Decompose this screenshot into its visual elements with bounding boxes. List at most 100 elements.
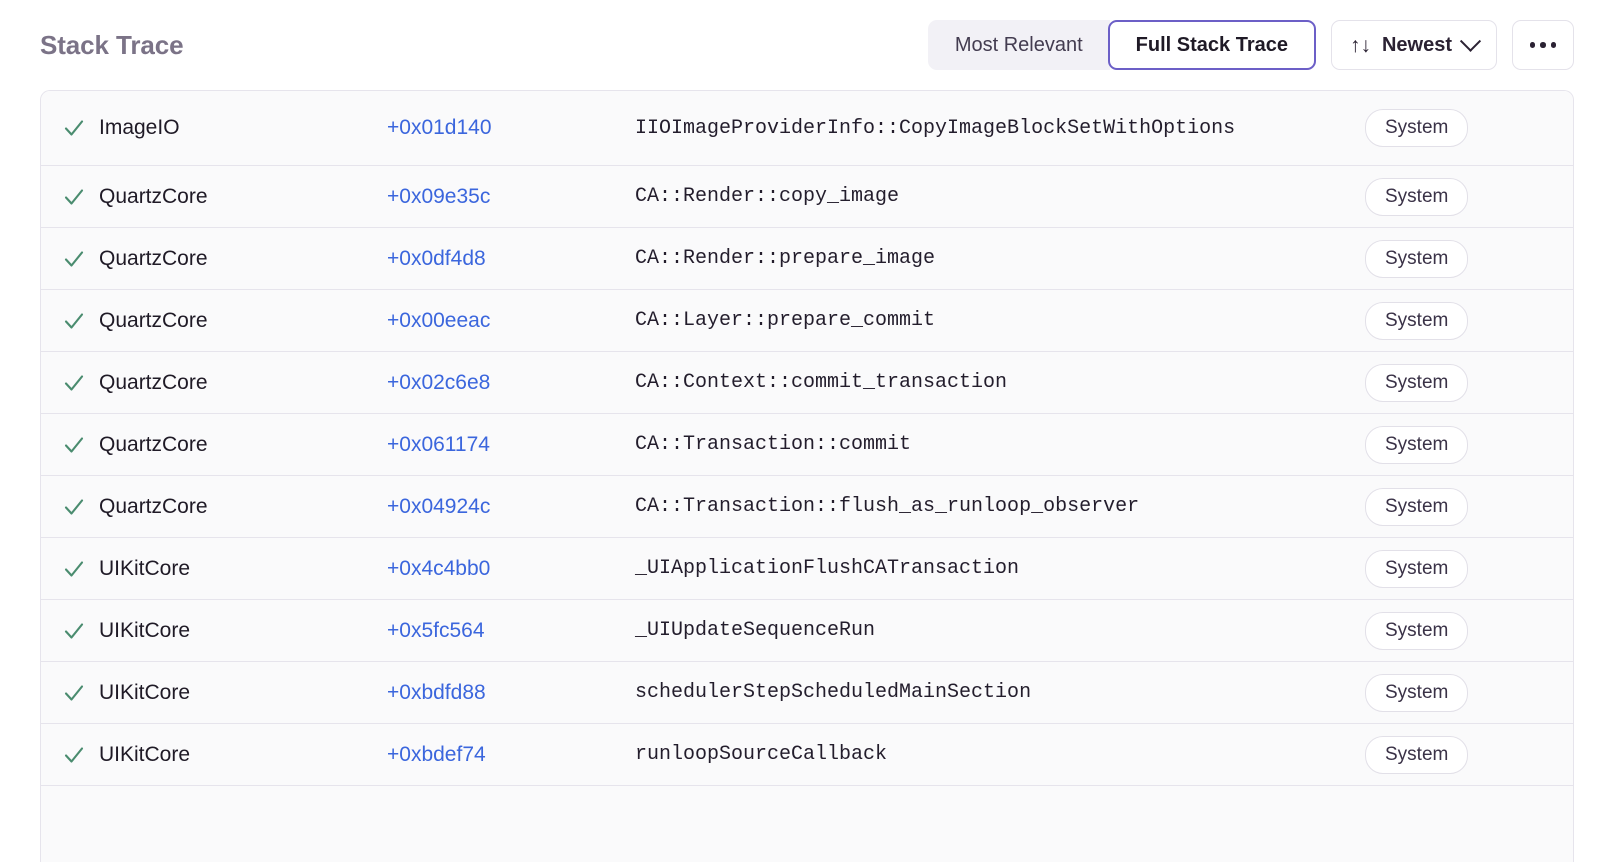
- table-row[interactable]: UIKitCore +0xbdfd88 schedulerStepScheduled…: [41, 662, 1573, 724]
- checkmark-icon: [64, 560, 84, 577]
- frame-status-cell: [41, 247, 99, 271]
- frame-offset-link[interactable]: +0xbdef74: [387, 742, 486, 766]
- table-row[interactable]: QuartzCore +0x02c6e8 CA::Context::commit_t…: [41, 352, 1573, 414]
- status-badge: System: [1365, 425, 1469, 464]
- frame-function-name: CA::Render::copy_image: [635, 185, 900, 208]
- frame-status-cell: [41, 557, 99, 581]
- overflow-menu-button[interactable]: [1512, 20, 1574, 70]
- frame-function-name: IIOImageProviderInfo::CopyImageBlockSetW…: [635, 116, 1236, 140]
- frame-function-name: CA::Render::prepare_image: [635, 247, 936, 270]
- frame-status-cell: [41, 185, 99, 209]
- frame-offset-link[interactable]: +0x4c4bb0: [387, 556, 491, 580]
- checkmark-icon: [64, 120, 84, 136]
- panel-header: Stack Trace Most Relevant Full Stack Tra…: [40, 0, 1574, 90]
- frame-offset-link[interactable]: +0x09e35c: [387, 184, 491, 208]
- frame-status-cell: [41, 743, 99, 767]
- sort-arrows-icon: ↑↓: [1349, 33, 1371, 57]
- status-badge: System: [1365, 673, 1469, 712]
- status-badge: System: [1365, 549, 1469, 588]
- header-controls: Most Relevant Full Stack Trace ↑↓ Newest: [927, 20, 1574, 70]
- frame-tag-cell: System: [1353, 735, 1523, 774]
- frame-function-name: schedulerStepScheduledMainSection: [635, 681, 1032, 704]
- frame-package: QuartzCore: [99, 432, 208, 456]
- status-badge: System: [1365, 611, 1469, 650]
- frame-function-name: runloopSourceCallback: [635, 743, 888, 766]
- table-row[interactable]: UIKitCore +0x4c4bb0 _UIApplicationFlushCAT…: [41, 538, 1573, 600]
- frame-package: UIKitCore: [99, 618, 191, 642]
- frame-offset-link[interactable]: +0x01d140: [387, 116, 492, 139]
- frame-tag-cell: System: [1353, 549, 1523, 588]
- frame-tag-cell: System: [1353, 487, 1523, 526]
- frame-offset-link[interactable]: +0x061174: [387, 432, 490, 456]
- chevron-down-icon: [1459, 30, 1482, 52]
- table-row[interactable]: QuartzCore +0x04924c CA::Transaction::flus…: [41, 476, 1573, 538]
- stack-frame-list: ImageIO +0x01d140 IIOImageProviderInfo::Co…: [40, 90, 1574, 862]
- checkmark-icon: [64, 250, 84, 267]
- checkmark-icon: [64, 498, 84, 515]
- frame-package: UIKitCore: [99, 680, 191, 704]
- table-row[interactable]: UIKitCore +0xbdef74 runloopSourceCallback S…: [41, 724, 1573, 786]
- frame-offset-link[interactable]: +0x00eeac: [387, 308, 491, 332]
- frame-offset-link[interactable]: +0x04924c: [387, 494, 491, 518]
- checkmark-icon: [64, 188, 84, 205]
- frame-offset-link[interactable]: +0x0df4d8: [387, 246, 486, 270]
- frame-offset-link[interactable]: +0xbdfd88: [387, 680, 486, 704]
- frame-tag-cell: System: [1353, 425, 1523, 464]
- frame-package: QuartzCore: [99, 494, 208, 518]
- status-badge: System: [1365, 363, 1469, 402]
- frame-tag-cell: System: [1353, 301, 1523, 340]
- frame-tag-cell: System: [1353, 673, 1523, 712]
- frame-package: QuartzCore: [99, 370, 208, 394]
- frame-status-cell: [41, 371, 99, 395]
- frame-function-name: _UIUpdateSequenceRun: [635, 619, 876, 642]
- frame-function-name: CA::Context::commit_transaction: [635, 371, 1008, 394]
- frame-status-cell: [41, 433, 99, 457]
- status-badge: System: [1365, 301, 1469, 340]
- table-row[interactable]: QuartzCore +0x09e35c CA::Render::copy_imag…: [41, 166, 1573, 228]
- status-badge: System: [1365, 109, 1469, 147]
- table-row[interactable]: QuartzCore +0x00eeac CA::Layer::prepare_co…: [41, 290, 1573, 352]
- status-badge: System: [1365, 177, 1469, 216]
- tab-full-stack-trace[interactable]: Full Stack Trace: [1107, 20, 1316, 70]
- frame-tag-cell: System: [1353, 239, 1523, 278]
- frame-package: QuartzCore: [99, 184, 208, 208]
- tab-most-relevant[interactable]: Most Relevant: [927, 20, 1110, 70]
- sort-dropdown[interactable]: ↑↓ Newest: [1330, 20, 1497, 70]
- table-row[interactable]: QuartzCore +0x061174 CA::Transaction::comm…: [41, 414, 1573, 476]
- frame-package: UIKitCore: [99, 742, 191, 766]
- status-badge: System: [1365, 487, 1469, 526]
- frame-offset-link[interactable]: +0x02c6e8: [387, 370, 491, 394]
- frame-status-cell: [41, 495, 99, 519]
- ellipsis-icon: [1529, 42, 1557, 48]
- stack-trace-panel: Stack Trace Most Relevant Full Stack Tra…: [40, 0, 1574, 862]
- frame-tag-cell: System: [1353, 363, 1523, 402]
- checkmark-icon: [64, 746, 84, 763]
- table-row[interactable]: ImageIO +0x01d140 IIOImageProviderInfo::Co…: [41, 91, 1573, 166]
- sort-dropdown-label: Newest: [1381, 33, 1452, 56]
- frame-package: QuartzCore: [99, 246, 208, 270]
- frame-status-cell: [41, 681, 99, 705]
- frame-function-name: CA::Transaction::flush_as_runloop_observ…: [635, 495, 1140, 518]
- checkmark-icon: [64, 436, 84, 453]
- frame-status-cell: [41, 619, 99, 643]
- frame-offset-link[interactable]: +0x5fc564: [387, 618, 485, 642]
- frame-function-name: CA::Transaction::commit: [635, 433, 912, 456]
- frame-package: ImageIO: [99, 116, 180, 139]
- checkmark-icon: [64, 374, 84, 391]
- frame-tag-cell: System: [1353, 109, 1523, 147]
- frame-package: QuartzCore: [99, 308, 208, 332]
- status-badge: System: [1365, 735, 1469, 774]
- frame-status-cell: [41, 309, 99, 333]
- frame-package: UIKitCore: [99, 556, 191, 580]
- stack-trace-view-segmented-control[interactable]: Most Relevant Full Stack Trace: [927, 20, 1316, 70]
- frame-function-name: _UIApplicationFlushCATransaction: [635, 557, 1020, 580]
- table-row[interactable]: QuartzCore +0x0df4d8 CA::Render::prepare_i…: [41, 228, 1573, 290]
- checkmark-icon: [64, 312, 84, 329]
- checkmark-icon: [64, 684, 84, 701]
- frame-tag-cell: System: [1353, 177, 1523, 216]
- status-badge: System: [1365, 239, 1469, 278]
- table-row[interactable]: UIKitCore +0x5fc564 _UIUpdateSequenceRun Sy…: [41, 600, 1573, 662]
- frame-function-name: CA::Layer::prepare_commit: [635, 309, 936, 332]
- frame-status-cell: [41, 116, 99, 140]
- frame-tag-cell: System: [1353, 611, 1523, 650]
